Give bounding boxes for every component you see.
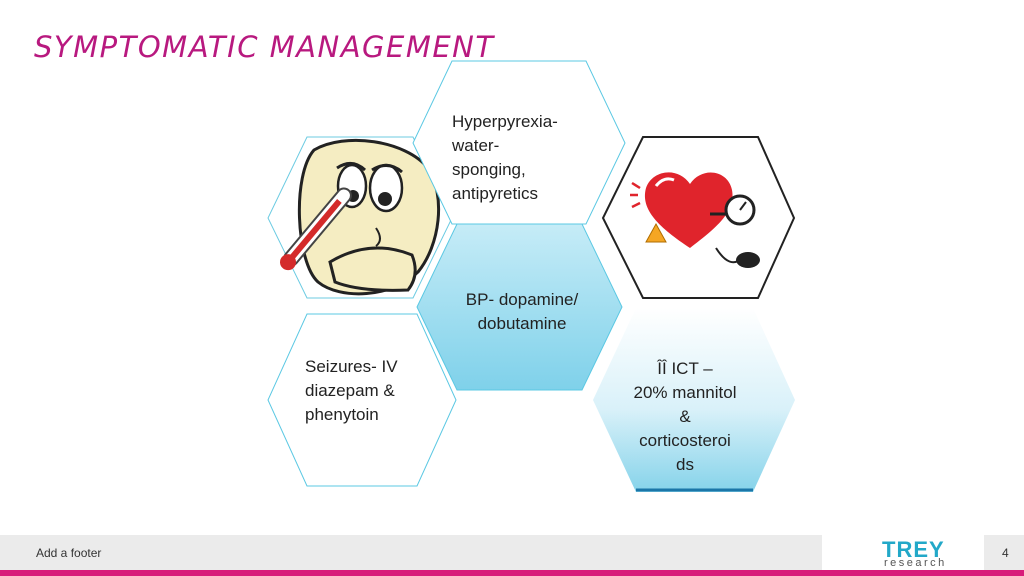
bp-text: BP- dopamine/ dobutamine [447,288,597,336]
seizures-text: Seizures- IV diazepam & phenytoin [305,355,398,427]
warning-icon [645,222,667,243]
seizures-line: Seizures- IV [305,357,398,376]
bp-line: dobutamine [477,314,567,333]
ict-line: & [679,407,691,426]
hyperpyrexia-line: sponging, [452,160,526,179]
fever-image-hexagon [267,136,453,299]
thermometer-icon [280,187,352,271]
ict-line: corticosteroi [639,431,731,450]
footer-text: Add a footer [36,546,102,560]
ict-line: ds [676,455,694,474]
ict-text: ÎÎ ICT – 20% mannitol & corticosteroi ds [613,357,757,477]
footer-bar [0,535,822,570]
page-number: 4 [1002,546,1009,560]
bp-line: BP- dopamine/ [465,290,579,309]
ict-line: ÎÎ ICT – [657,359,713,378]
heart-icon [644,172,733,248]
hyperpyrexia-line: water- [452,136,500,155]
footer-accent-bar [0,570,1024,576]
trey-research-logo: TREY research [822,535,984,570]
page-number-box [984,535,1024,570]
sick-face-icon [280,138,441,296]
logo-main-text: TREY [882,537,945,562]
ict-hexagon [593,308,795,492]
hyperpyrexia-line: Hyperpyrexia- [452,112,558,131]
seizures-line: diazepam & [305,381,395,400]
ict-line: 20% mannitol [633,383,737,402]
slide-title: SYMPTOMATIC MANAGEMENT [34,30,495,64]
hyperpyrexia-line: antipyretics [452,184,538,203]
seizures-line: phenytoin [305,405,379,424]
hyperpyrexia-hexagon [412,60,626,225]
hyperpyrexia-text: Hyperpyrexia- water- sponging, antipyret… [452,110,558,206]
seizures-hexagon [267,313,457,487]
bp-hexagon [416,223,623,391]
bp-monitor-image-hexagon [601,136,796,299]
logo-sub-text: research [884,557,947,569]
